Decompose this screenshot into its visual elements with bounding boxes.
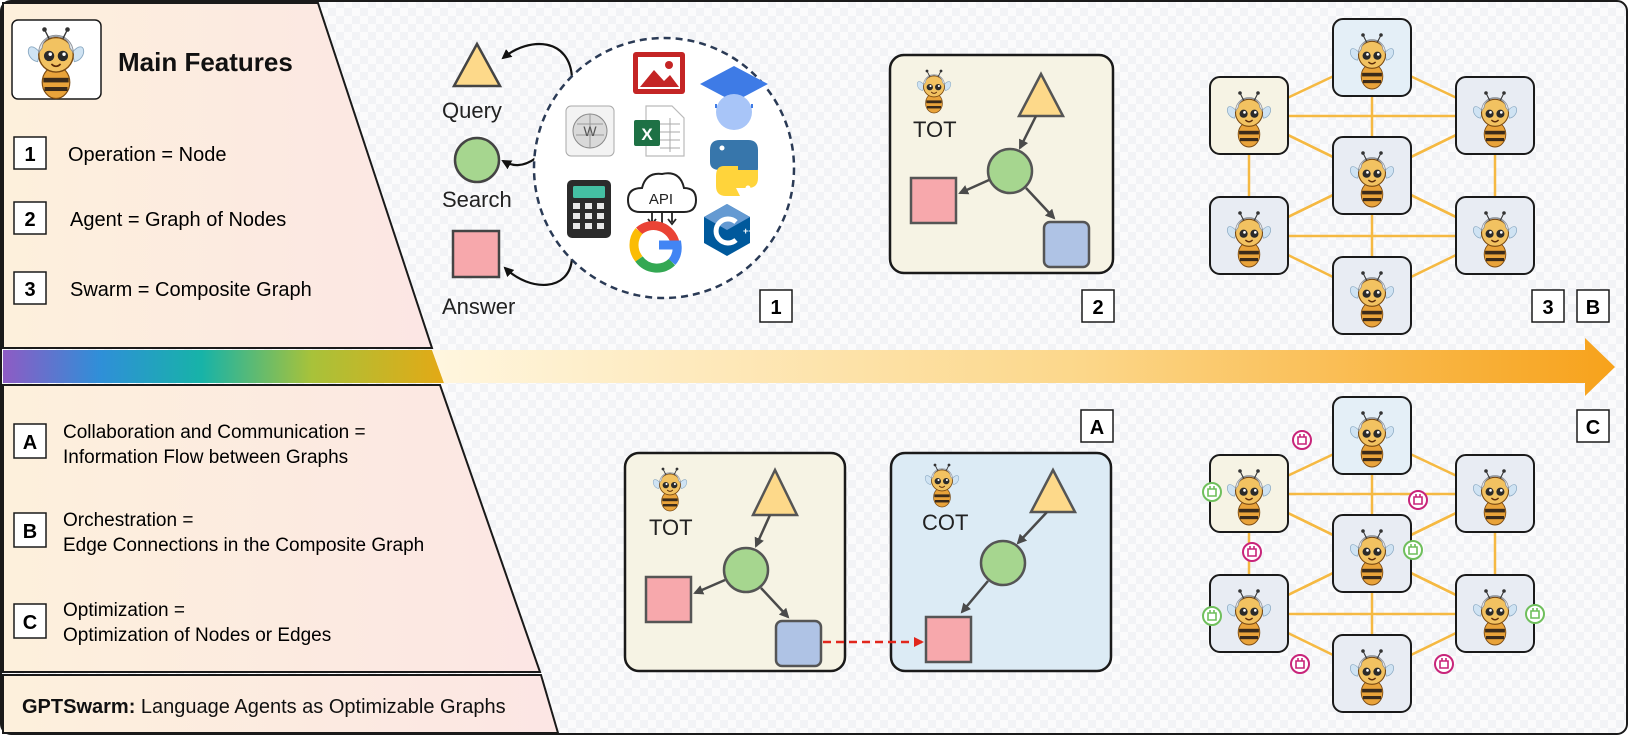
query-label: Query bbox=[442, 98, 502, 123]
capability-letter: A bbox=[23, 432, 37, 454]
tag-a: A bbox=[1080, 409, 1114, 443]
cot-label: COT bbox=[922, 510, 968, 535]
capability-line2: Optimization of Nodes or Edges bbox=[63, 625, 331, 646]
cpp-icon: ++ bbox=[704, 204, 754, 256]
swarm-node bbox=[1332, 514, 1412, 593]
swarm-node bbox=[1332, 136, 1412, 215]
tag-b: B bbox=[1576, 289, 1610, 323]
svg-text:X: X bbox=[641, 125, 653, 144]
tag-label: 1 bbox=[770, 297, 781, 319]
feature-text: Swarm = Composite Graph bbox=[70, 279, 312, 301]
swarm-node bbox=[1209, 76, 1289, 155]
tool-to-answer-arrow bbox=[503, 257, 574, 287]
page-title: Main Features bbox=[118, 47, 293, 77]
swarm-nodes bbox=[1209, 18, 1535, 335]
swarm-node bbox=[1455, 196, 1535, 275]
swarm-node bbox=[1455, 454, 1535, 533]
feature-number: 2 bbox=[24, 209, 35, 231]
search-circle bbox=[453, 136, 501, 184]
python-icon bbox=[710, 140, 758, 196]
image-icon bbox=[633, 52, 685, 94]
api-label: API bbox=[649, 191, 673, 208]
wikipedia-icon: W bbox=[565, 105, 615, 157]
answer-square bbox=[451, 229, 501, 279]
panel-operations: Query Search Answer W bbox=[442, 36, 796, 319]
tot-label: TOT bbox=[913, 117, 957, 142]
capability-line1: Orchestration = bbox=[63, 510, 193, 531]
capability-line2: Edge Connections in the Composite Graph bbox=[63, 535, 424, 556]
capability-letter: C bbox=[23, 612, 37, 634]
rainbow-band bbox=[3, 350, 444, 383]
footer-brand: GPTSwarm: bbox=[22, 696, 135, 718]
tag-label: C bbox=[1586, 417, 1600, 439]
swarm-node bbox=[1209, 196, 1289, 275]
feature-text: Agent = Graph of Nodes bbox=[70, 209, 286, 231]
swarm-node bbox=[1455, 76, 1535, 155]
panel-collaboration: TOT COT bbox=[623, 451, 1113, 673]
answer-label: Answer bbox=[442, 294, 515, 319]
tag-label: A bbox=[1090, 417, 1104, 439]
capability-item-a: A Collaboration and Communication = Info… bbox=[13, 422, 366, 468]
tag-2: 2 bbox=[1081, 289, 1115, 323]
footer-tagline: Language Agents as Optimizable Graphs bbox=[141, 696, 506, 718]
capability-line1: Collaboration and Communication = bbox=[63, 422, 366, 443]
tot-label: TOT bbox=[649, 515, 693, 540]
tool-to-query-arrow bbox=[501, 43, 574, 79]
tag-label: 2 bbox=[1092, 297, 1103, 319]
panel-agent-graph: TOT bbox=[888, 53, 1115, 275]
capability-item-b: B Orchestration = Edge Connections in th… bbox=[13, 510, 424, 556]
calculator-icon bbox=[567, 180, 611, 238]
swarm-node bbox=[1332, 18, 1412, 97]
feature-number: 3 bbox=[24, 279, 35, 301]
capability-line2: Information Flow between Graphs bbox=[63, 447, 348, 468]
bee-logo bbox=[11, 19, 102, 100]
tag-3: 3 bbox=[1531, 289, 1565, 323]
feature-number: 1 bbox=[24, 144, 35, 166]
footer-title: GPTSwarm: Language Agents as Optimizable… bbox=[22, 696, 506, 718]
feature-text: Operation = Node bbox=[68, 144, 226, 166]
svg-text:W: W bbox=[583, 123, 597, 139]
swarm-node bbox=[1332, 396, 1412, 475]
optimization-nodes bbox=[1209, 396, 1535, 713]
feature-item-3: 3 Swarm = Composite Graph bbox=[13, 271, 312, 305]
capability-line1: Optimization = bbox=[63, 600, 185, 621]
tag-1: 1 bbox=[759, 289, 793, 323]
feature-item-2: 2 Agent = Graph of Nodes bbox=[13, 201, 286, 235]
excel-icon: X bbox=[634, 105, 685, 157]
google-icon bbox=[629, 221, 682, 273]
graduation-cap-icon bbox=[700, 66, 768, 130]
capability-letter: B bbox=[23, 521, 37, 543]
capabilities-panel bbox=[2, 384, 542, 673]
swarm-node bbox=[1332, 256, 1412, 335]
tag-c: C bbox=[1576, 409, 1610, 443]
tool-to-search-arrow bbox=[501, 157, 537, 170]
tag-label: B bbox=[1586, 297, 1600, 319]
feature-item-1: 1 Operation = Node bbox=[13, 136, 226, 170]
progress-arrow bbox=[432, 338, 1615, 396]
tag-label: 3 bbox=[1542, 297, 1553, 319]
footer-panel bbox=[2, 674, 560, 734]
swarm-node bbox=[1332, 634, 1412, 713]
features-panel bbox=[2, 2, 434, 349]
query-triangle bbox=[451, 41, 503, 88]
svg-text:++: ++ bbox=[743, 226, 754, 236]
swarm-node bbox=[1209, 574, 1289, 653]
capability-item-c: C Optimization = Optimization of Nodes o… bbox=[13, 600, 331, 646]
search-label: Search bbox=[442, 187, 512, 212]
swarm-node bbox=[1455, 574, 1535, 653]
